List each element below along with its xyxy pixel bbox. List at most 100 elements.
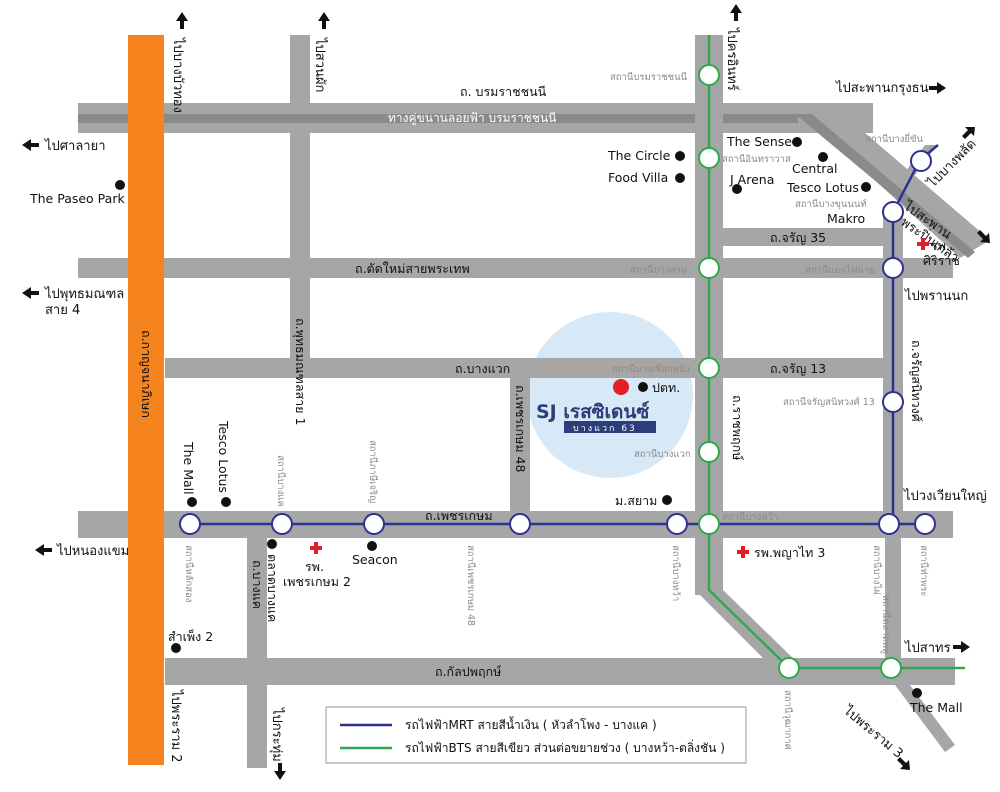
poi-dot: [861, 182, 871, 192]
poi-dot: [638, 382, 648, 392]
road-charan-13: [715, 358, 895, 378]
label-bang-waek: ถ.บางแวก: [455, 361, 510, 376]
label-station-borommaratchachonnani: สถานีบรมราชชนนี: [610, 71, 688, 83]
arrow-left-icon: [22, 287, 39, 299]
station-charansanitwong-13: [882, 391, 904, 413]
dir-wongwian-yai: ไปวงเวียนใหญ่: [903, 488, 987, 504]
dir-phra-ram-3: ไปพระราม 3: [840, 702, 907, 762]
station-bang-yi-khan: [910, 150, 932, 172]
dir-sathorn: ไปสาทร: [904, 640, 951, 656]
station-yaek-fai-chai: [882, 257, 904, 279]
dir-phutthamonthon-4-b: สาย 4: [45, 303, 80, 318]
dir-saphan-krungthon: ไปสะพานกรุงธน: [835, 80, 929, 96]
road-charan-35: [715, 228, 900, 246]
dir-khrai-inthon: ไปครอินทร์: [724, 27, 740, 91]
label-station-talat-phlu: สถานีตลาดพลู: [880, 595, 892, 654]
label-station-bang-khun-non: สถานีบางขุนนนท์: [795, 198, 867, 210]
label-station-yaek-fai-chai: สถานีแยกไฟฉาย: [805, 264, 875, 276]
road-kanlapaphruek: [165, 658, 955, 685]
label-ratchaphruek: ถ.ราชพฤกษ์: [730, 395, 745, 461]
label-phet-kasem: ถ.เพชรเกษม: [425, 508, 493, 523]
arrow-down-icon: [274, 763, 286, 780]
dir-krathum: ไปกระทุ่ม: [269, 707, 285, 762]
label-station-lak-song: สถานีหลักสอง: [183, 545, 195, 602]
hospital-icons: [310, 238, 929, 558]
poi-phetkasem2-b: เพชรเกษม 2: [283, 574, 351, 589]
label-charansanitwong: ถ.จรัญสนิทวงศ์: [909, 340, 924, 422]
arrow-left-icon: [22, 139, 39, 151]
poi-food-villa: Food Villa: [608, 170, 668, 185]
poi-dot: [115, 180, 125, 190]
poi-dot: [267, 539, 277, 549]
label-borommaratchachonnani: ถ. บรมราชชนนี: [460, 84, 547, 99]
label-station-bang-wa-mrt: สถานีบางหว้า: [670, 545, 682, 601]
label-bang-khae: ถ.บางแค: [250, 560, 265, 609]
project-logo: SJ เรสซิเดนซ์ บางแวก 63: [536, 401, 656, 434]
poi-ptt: ปตท.: [652, 380, 680, 395]
poi-central: Central: [792, 161, 838, 176]
station-bang-chueak-nang: [698, 357, 720, 379]
poi-phetkasem2-a: รพ.: [305, 559, 324, 574]
station-bang-wa: [698, 513, 720, 535]
poi-dot: [912, 688, 922, 698]
station-bang-wa-mrt: [666, 513, 688, 535]
label-charan-35: ถ.จรัญ 35: [770, 230, 826, 245]
arrow-up-icon: [730, 4, 742, 21]
dir-pharanok: ไปพรานนก: [904, 288, 968, 304]
station-wutthakat: [880, 657, 902, 679]
label-phutthamonthon-1: ถ.พุทธมณฑลสาย 1: [292, 318, 308, 425]
station-bang-waek: [698, 441, 720, 463]
label-station-bang-chueak-nang: สถานีบางเชือกหนัง: [612, 363, 690, 375]
road-bang-waek: [165, 358, 705, 378]
poi-j-arena: J Arena: [729, 172, 774, 187]
poi-dot: [675, 173, 685, 183]
label-station-phet-kasem-48: สถานีเพชรเกษม 48: [465, 545, 477, 626]
hospital-cross-icon: [310, 542, 322, 554]
project-location-marker: [613, 379, 629, 395]
label-kanchanaphisek: ถ.กาญจนาภิเษก: [139, 330, 154, 418]
arrow-up-icon: [176, 12, 188, 29]
label-station-bang-phrom: สถานีบางพรม: [630, 264, 687, 276]
road-kanchanaphisek: [128, 35, 164, 765]
poi-circle: The Circle: [607, 148, 671, 163]
poi-siriraj-b: ศิริราช: [923, 253, 960, 268]
legend: รถไฟฟ้าMRT สายสีน้ำเงิน ( หัวลำโพง - บาง…: [325, 706, 747, 764]
poi-dot: [187, 497, 197, 507]
station-bang-khae: [271, 513, 293, 535]
arrow-up-icon: [318, 12, 330, 29]
road-bang-khae: [247, 538, 267, 768]
poi-the-mall-bangkhae: The Mall: [181, 441, 196, 495]
poi-sense: The Sense: [726, 134, 792, 149]
station-inthrawat: [698, 147, 720, 169]
dir-phutthamonthon-4-a: ไปพุทธมณฑล: [44, 286, 124, 302]
road-tat-mai: [78, 258, 953, 278]
road-phra-ram-3: [895, 685, 955, 752]
legend-bts-label: รถไฟฟ้าBTS สายสีเขียว ส่วนต่อขยายช่วง ( …: [405, 739, 725, 755]
label-station-phasi-charoen: สถานีภาษีเจริญ: [367, 440, 379, 503]
poi-dot: [675, 151, 685, 161]
station-bang-khun-non: [882, 201, 904, 223]
poi-dot: [732, 184, 742, 194]
arrow-right-icon: [929, 82, 946, 94]
label-kanlapaphruek: ถ.กัลปพฤกษ์: [435, 664, 502, 679]
road-expressway-diagonal: [795, 114, 975, 258]
poi-seacon: Seacon: [352, 552, 398, 567]
project-logo-bar: [564, 421, 656, 433]
poi-dot: [792, 137, 802, 147]
poi-makro: Makro: [827, 211, 865, 226]
dir-bang-buathong: ไปบางบัวทอง: [170, 37, 186, 113]
label-expressway: ทางคู่ขนานลอยฟ้า บรมราชชนนี: [388, 111, 556, 126]
station-tha-phra: [914, 513, 936, 535]
label-station-wutthakat: สถานีวุฒากาศ: [782, 690, 794, 750]
station-bang-phrom: [698, 257, 720, 279]
poi-samphaeng2: สำเพ็ง 2: [168, 629, 213, 644]
road-suan-phak: [290, 35, 310, 365]
road-phet-kasem-48: [510, 378, 530, 512]
poi-phayathai3: รพ.พญาไท 3: [754, 545, 825, 560]
arrow-diagonal-icon: [962, 127, 975, 139]
dir-bang-phlat: ไปบางพลัด: [924, 136, 980, 192]
dir-nong-khaem: ไปหนองแขม: [56, 543, 129, 559]
poi-tesco-lotus-bangkhae: Tesco Lotus: [216, 420, 231, 493]
arrow-right-icon: [953, 641, 970, 653]
poi-dot: [818, 152, 828, 162]
